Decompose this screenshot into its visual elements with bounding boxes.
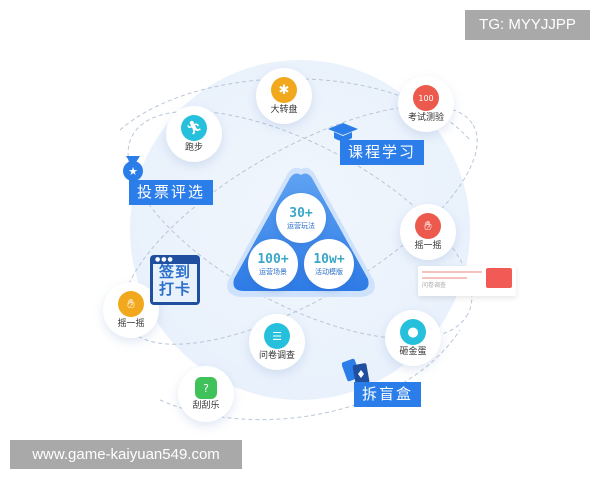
stat-value: 30+ xyxy=(289,205,313,221)
shake-icon: ✋︎ xyxy=(415,213,441,239)
node-label: 摇一摇 xyxy=(414,241,442,251)
center-triangle: 30+ 运营玩法 100+ 运营场景 10w+ 活动模版 xyxy=(222,163,380,303)
form-line xyxy=(422,271,482,273)
stat-label: 活动模版 xyxy=(315,267,343,276)
stat-templates: 10w+ 活动模版 xyxy=(304,239,354,289)
signin-line-1: 签到 xyxy=(158,263,191,281)
running-icon: 🏃︎ xyxy=(181,115,207,141)
node-shake-right[interactable]: ✋︎ 摇一摇 xyxy=(400,204,456,260)
node-running[interactable]: 🏃︎ 跑步 xyxy=(166,106,222,162)
window-dots-icon: ●●● xyxy=(155,256,174,263)
signin-text: 签到 打卡 xyxy=(153,264,197,302)
blind-box-cards-icon xyxy=(341,356,374,386)
watermark-url: www.game-kaiyuan549.com xyxy=(10,440,242,469)
form-line xyxy=(422,277,467,279)
node-scratch-card[interactable]: ? 刮刮乐 xyxy=(178,366,234,422)
tag-vote[interactable]: 投票评选 xyxy=(129,180,214,205)
tag-course[interactable]: 课程学习 xyxy=(340,140,425,165)
node-label: 砸金蛋 xyxy=(399,347,427,357)
node-exam[interactable]: 100 考试测验 xyxy=(398,76,454,132)
node-survey[interactable]: ☰ 问卷调查 xyxy=(249,314,305,370)
stat-label: 运营场景 xyxy=(259,267,287,276)
node-big-wheel[interactable]: ✱ 大转盘 xyxy=(256,68,312,124)
node-label: 问卷调查 xyxy=(258,351,295,361)
node-label: 跑步 xyxy=(184,143,203,153)
exam-icon: 100 xyxy=(413,85,439,111)
stat-value: 10w+ xyxy=(313,251,345,267)
shake-icon: ✋︎ xyxy=(118,291,144,317)
golden-egg-icon: ● xyxy=(400,319,426,345)
node-label: 考试测验 xyxy=(407,113,444,123)
wheel-icon: ✱ xyxy=(271,77,297,103)
node-shake-left[interactable]: ✋︎ 摇一摇 xyxy=(103,282,159,338)
form-submit-button[interactable] xyxy=(486,268,512,288)
node-label: 刮刮乐 xyxy=(192,401,220,411)
stat-value: 100+ xyxy=(257,251,289,267)
svg-text:★: ★ xyxy=(128,165,138,178)
survey-icon: ☰ xyxy=(264,323,290,349)
graduation-cap-icon xyxy=(326,122,360,144)
tag-blind-box[interactable]: 拆盲盒 xyxy=(354,382,422,407)
signin-card[interactable]: ●●● 签到 打卡 xyxy=(150,255,200,305)
survey-form-card: 问卷调查 xyxy=(418,266,516,296)
node-golden-egg[interactable]: ● 砸金蛋 xyxy=(385,310,441,366)
node-label: 大转盘 xyxy=(270,105,298,115)
stat-play-modes: 30+ 运营玩法 xyxy=(276,193,326,243)
scratch-card-icon: ? xyxy=(195,377,217,399)
signin-line-2: 打卡 xyxy=(158,280,191,298)
medal-icon: ★ xyxy=(120,156,146,182)
node-label: 摇一摇 xyxy=(117,319,145,329)
form-placeholder: 问卷调查 xyxy=(422,282,447,289)
watermark-telegram: TG: MYYJJPP xyxy=(465,10,590,40)
stat-scenarios: 100+ 运营场景 xyxy=(248,239,298,289)
stat-label: 运营玩法 xyxy=(287,221,315,230)
